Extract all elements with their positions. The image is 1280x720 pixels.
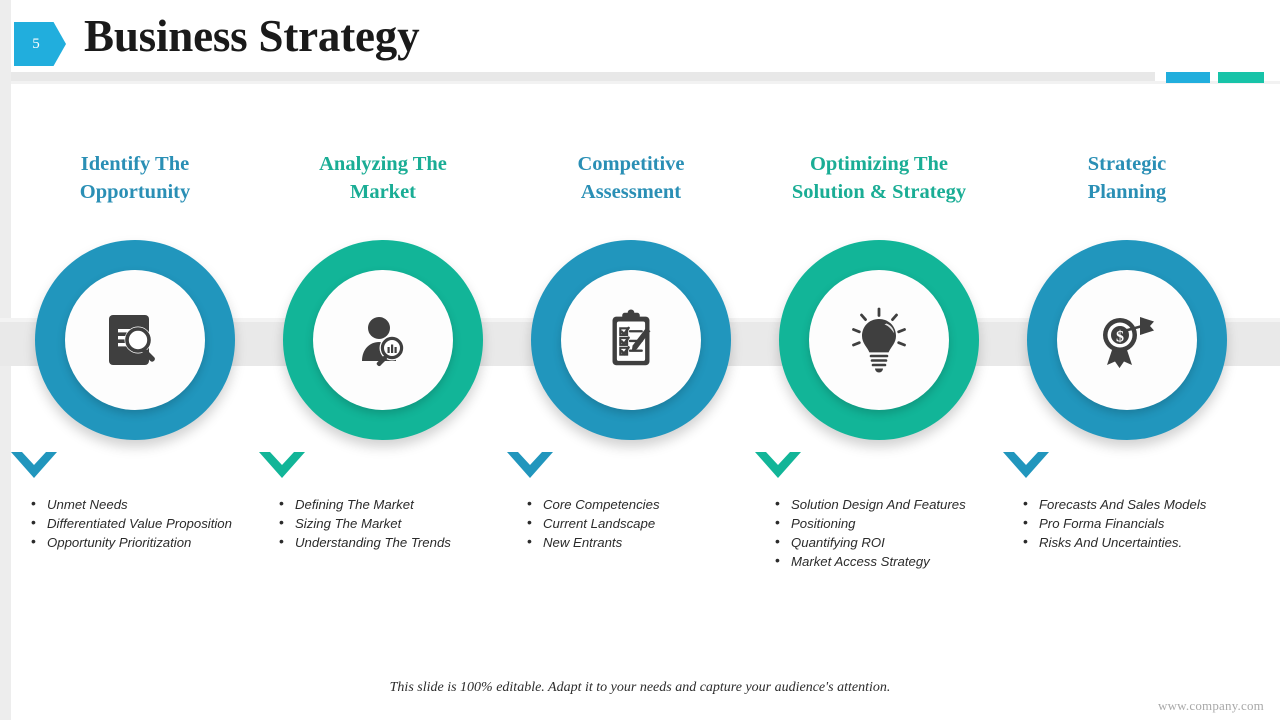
list-item: Current Landscape: [525, 513, 747, 533]
icon-plate-1: [65, 270, 205, 410]
step-icon-circle-3[interactable]: [531, 240, 731, 440]
list-item: Risks And Uncertainties.: [1021, 532, 1243, 552]
target-money-award-icon: $: [1103, 317, 1154, 368]
icon-plate-2: [313, 270, 453, 410]
list-item: Sizing The Market: [277, 513, 499, 533]
step-title-5-line2: Planning: [1087, 181, 1167, 203]
step-title-2: Analyzing The Market: [259, 150, 507, 212]
process-step-5[interactable]: Strategic Planning $: [1003, 150, 1251, 670]
clipboard-checklist-icon: [612, 309, 651, 366]
list-item: Differentiated Value Proposition: [29, 513, 251, 533]
slide-header: 5 Business Strategy: [0, 0, 1280, 78]
step-title-5: Strategic Planning: [1003, 150, 1251, 212]
step-title-1-line2: Opportunity: [79, 181, 191, 203]
list-item: Opportunity Prioritization: [29, 532, 251, 552]
step-title-1: Identify The Opportunity: [11, 150, 259, 212]
list-item: Positioning: [773, 513, 995, 533]
step-bullets-5: Forecasts And Sales Models Pro Forma Fin…: [1003, 494, 1251, 552]
document-search-icon: [109, 315, 155, 365]
step-bullets-2: Defining The Market Sizing The Market Un…: [259, 494, 507, 552]
step-chevron-1: [11, 452, 57, 478]
lightbulb-icon: [852, 307, 906, 373]
icon-plate-3: [561, 270, 701, 410]
website-label: www.company.com: [1157, 698, 1264, 713]
list-item: Forecasts And Sales Models: [1021, 494, 1243, 514]
step-chevron-5: [1003, 452, 1049, 478]
process-step-3[interactable]: Competitive Assessment: [507, 150, 755, 670]
step-title-5-line1: Strategic: [1087, 153, 1167, 175]
list-item: Pro Forma Financials: [1021, 513, 1243, 533]
list-item: Understanding The Trends: [277, 532, 499, 552]
process-step-4[interactable]: Optimizing The Solution & Strategy: [755, 150, 1003, 670]
header-accent-block-blue: [1166, 72, 1210, 83]
step-title-4-line1: Optimizing The: [809, 153, 948, 175]
step-title-3: Competitive Assessment: [507, 150, 755, 212]
list-item: New Entrants: [525, 532, 747, 552]
step-chevron-4: [755, 452, 801, 478]
step-title-2-line1: Analyzing The: [319, 153, 447, 175]
process-step-2[interactable]: Analyzing The Market: [259, 150, 507, 670]
step-icon-circle-4[interactable]: [779, 240, 979, 440]
icon-plate-4: [809, 270, 949, 410]
step-title-2-line2: Market: [349, 181, 417, 203]
step-icon-circle-1[interactable]: [35, 240, 235, 440]
step-icon-circle-2[interactable]: [283, 240, 483, 440]
process-columns: Identify The Opportunity: [11, 150, 1280, 670]
svg-text:$: $: [1116, 329, 1124, 346]
step-title-4-line2: Solution & Strategy: [791, 181, 967, 203]
page-title: Business Strategy: [84, 11, 420, 61]
step-title-3-line2: Assessment: [580, 181, 682, 203]
list-item: Solution Design And Features: [773, 494, 995, 514]
list-item: Quantifying ROI: [773, 532, 995, 552]
step-bullets-3: Core Competencies Current Landscape New …: [507, 494, 755, 552]
editable-note: This slide is 100% editable. Adapt it to…: [389, 680, 891, 695]
list-item: Defining The Market: [277, 494, 499, 514]
list-item: Unmet Needs: [29, 494, 251, 514]
step-title-1-line1: Identify The: [80, 153, 190, 175]
header-accent-block-teal: [1218, 72, 1264, 83]
slide-number-label: 5: [32, 35, 40, 52]
step-bullets-1: Unmet Needs Differentiated Value Proposi…: [11, 494, 259, 552]
step-icon-circle-5[interactable]: $: [1027, 240, 1227, 440]
step-title-4: Optimizing The Solution & Strategy: [755, 150, 1003, 212]
person-search-icon: [362, 317, 405, 367]
step-chevron-3: [507, 452, 553, 478]
slide-number-badge: 5: [14, 22, 66, 66]
process-step-1[interactable]: Identify The Opportunity: [11, 150, 259, 670]
step-bullets-4: Solution Design And Features Positioning…: [755, 494, 1003, 571]
list-item: Market Access Strategy: [773, 551, 995, 571]
list-item: Core Competencies: [525, 494, 747, 514]
step-title-3-line1: Competitive: [577, 153, 685, 175]
icon-plate-5: $: [1057, 270, 1197, 410]
header-divider-thin: [11, 81, 1280, 84]
header-divider: [11, 72, 1155, 81]
step-chevron-2: [259, 452, 305, 478]
